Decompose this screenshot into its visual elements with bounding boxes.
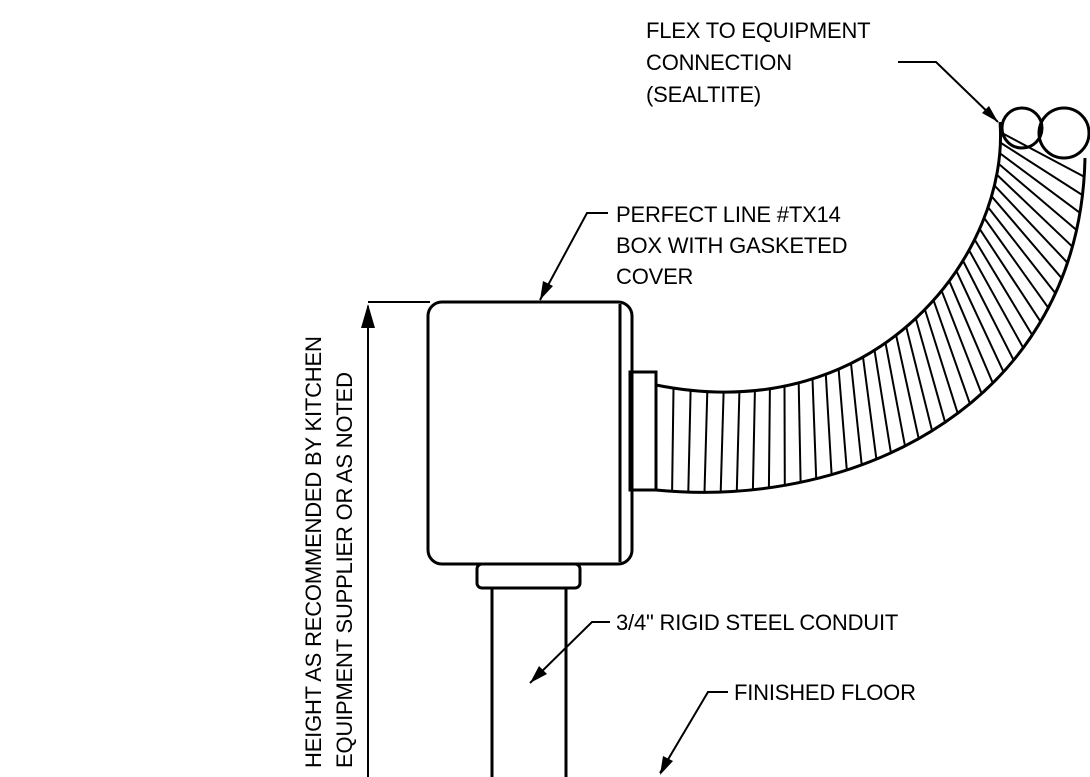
arrow-icon <box>660 756 673 775</box>
flex-conduit-rib <box>1000 131 1085 178</box>
flex-conduit-rib <box>983 217 1050 309</box>
leader-floor <box>659 691 728 775</box>
label-height-line1: HEIGHT AS RECOMMENDED BY KITCHEN <box>301 336 326 768</box>
flex-conduit-rib <box>671 388 675 492</box>
label-flex-line3: (SEALTITE) <box>646 82 761 107</box>
flex-conduit-rib <box>932 299 971 405</box>
flex-conduit-rib <box>978 228 1042 323</box>
flex-conduit-rib <box>999 152 1081 214</box>
flex-conduit-rib <box>905 326 934 431</box>
flex-conduit-rib <box>811 378 818 479</box>
label-floor: FINISHED FLOOR <box>734 680 916 705</box>
leader-box <box>539 212 608 301</box>
conduit-hub <box>475 562 582 590</box>
label-box-line3: COVER <box>616 264 693 289</box>
flex-conduit-ribs <box>671 131 1085 493</box>
flex-conduit-rib <box>735 391 741 492</box>
flex-conduit-outer-edge <box>655 121 1003 394</box>
flex-conduit-rib <box>862 356 878 460</box>
flex-conduit-rib <box>850 363 863 465</box>
flex-conduit-rib <box>719 392 725 493</box>
flex-conduit-rib <box>751 390 756 490</box>
flex-end-coil-1 <box>1000 106 1044 150</box>
flex-conduit-rib <box>703 391 709 493</box>
arrow-icon <box>530 666 547 683</box>
flex-conduit-rib <box>914 318 947 423</box>
box-body <box>426 300 634 566</box>
flex-conduit-rib <box>687 390 692 493</box>
flex-conduit-rib <box>973 238 1034 336</box>
label-box-line1: PERFECT LINE #TX14 <box>616 202 841 227</box>
flex-conduit-rib <box>873 350 892 453</box>
flex-conduit-rib <box>797 382 802 483</box>
label-height-line2: EQUIPMENT SUPPLIER OR AS NOTED <box>332 372 357 768</box>
flex-conduit-rib <box>999 141 1084 196</box>
arrow-icon <box>540 281 553 300</box>
label-flex-line2: CONNECTION <box>646 50 792 75</box>
height-dimension <box>361 301 430 777</box>
flex-conduit-rib <box>895 334 920 439</box>
leader-line-floor <box>659 691 728 774</box>
leader-line-box <box>539 212 608 301</box>
flex-conduit-rib <box>948 280 994 384</box>
flex-conduit-rib <box>987 206 1057 294</box>
flex-conduit-rib <box>767 388 771 488</box>
label-height: HEIGHT AS RECOMMENDED BY KITCHEN EQUIPME… <box>301 336 357 768</box>
flex-connector-fitting <box>628 370 658 492</box>
junction-box <box>426 300 634 566</box>
flex-conduit-rib <box>955 270 1005 373</box>
flex-end-coil-2 <box>1037 106 1090 160</box>
arrow-icon <box>361 304 375 328</box>
flex-conduit-rib <box>993 184 1069 264</box>
label-flex-line1: FLEX TO EQUIPMENT <box>646 18 870 43</box>
leader-line-conduit <box>529 621 610 684</box>
arrow-icon <box>982 106 998 122</box>
label-box: PERFECT LINE #TX14 BOX WITH GASKETED COV… <box>616 202 847 289</box>
flex-conduit-rib <box>884 342 906 447</box>
label-flex: FLEX TO EQUIPMENT CONNECTION (SEALTITE) <box>646 18 871 107</box>
leader-flex <box>898 61 999 123</box>
flex-conduit-rib <box>824 374 833 475</box>
leader-conduit <box>529 621 610 684</box>
flex-conduit-rib <box>968 249 1025 349</box>
flex-conduit <box>655 106 1090 494</box>
flex-conduit-rib <box>940 290 983 394</box>
label-conduit: 3/4" RIGID STEEL CONDUIT <box>616 610 898 635</box>
flex-conduit-rib <box>923 309 959 414</box>
leader-line-flex <box>898 61 999 123</box>
flex-conduit-rib <box>962 260 1015 361</box>
flex-conduit-rib <box>997 163 1078 231</box>
flex-conduit-rib <box>996 173 1074 248</box>
label-box-line2: BOX WITH GASKETED <box>616 233 847 258</box>
flex-conduit-rib <box>837 368 848 471</box>
flex-conduit-rib <box>990 195 1063 279</box>
